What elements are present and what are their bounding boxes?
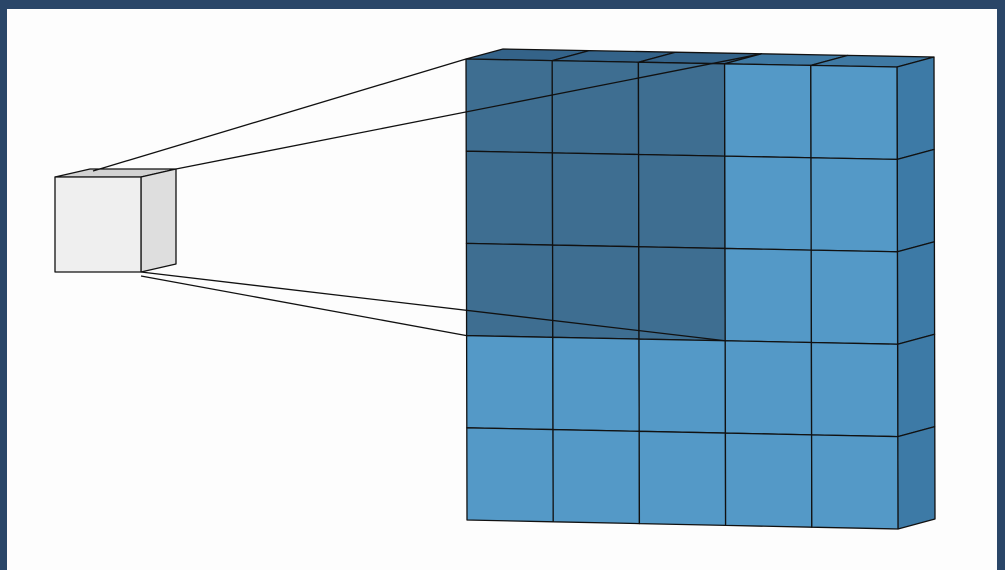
grid-cell [810, 64, 898, 161]
receptive-field-cell [465, 242, 554, 338]
projection-line [140, 275, 467, 337]
grid-side-cell [897, 425, 936, 530]
grid-cell [723, 63, 812, 159]
grid-cell [724, 432, 813, 528]
receptive-field-cell [637, 61, 726, 157]
grid-side-cell [896, 148, 936, 253]
grid-cell [724, 155, 812, 251]
grid-cell [810, 434, 899, 530]
grid-side-cell [896, 333, 936, 438]
grid-cell [638, 338, 727, 434]
grid-cell [552, 428, 641, 525]
receptive-field-cell [551, 152, 640, 248]
projection-line [140, 271, 726, 342]
receptive-field-cell [465, 150, 554, 246]
projection-lines [92, 53, 762, 342]
projection-line [175, 53, 762, 170]
grid-cell [466, 427, 554, 523]
cube-front-face [54, 176, 142, 273]
grid-side-cell [896, 241, 936, 345]
diagram-canvas [7, 9, 997, 570]
convolution-diagram [54, 48, 936, 530]
receptive-field-cell [638, 246, 726, 342]
receptive-field-cell [551, 59, 640, 156]
grid-cell [810, 341, 899, 438]
input-feature-map [465, 48, 936, 530]
grid-cell [810, 157, 899, 253]
grid-cell [724, 340, 813, 436]
grid-cell [465, 334, 554, 431]
grid-cell [552, 336, 640, 432]
receptive-field-cell [465, 58, 554, 154]
grid-cell [724, 247, 813, 344]
grid-cell [638, 430, 727, 527]
grid-cell [810, 249, 899, 345]
projection-line [92, 58, 467, 172]
cube-side-face [140, 168, 177, 273]
receptive-field-cell [637, 153, 726, 250]
grid-side-cell [896, 56, 935, 161]
output-neuron-cube [54, 168, 177, 273]
